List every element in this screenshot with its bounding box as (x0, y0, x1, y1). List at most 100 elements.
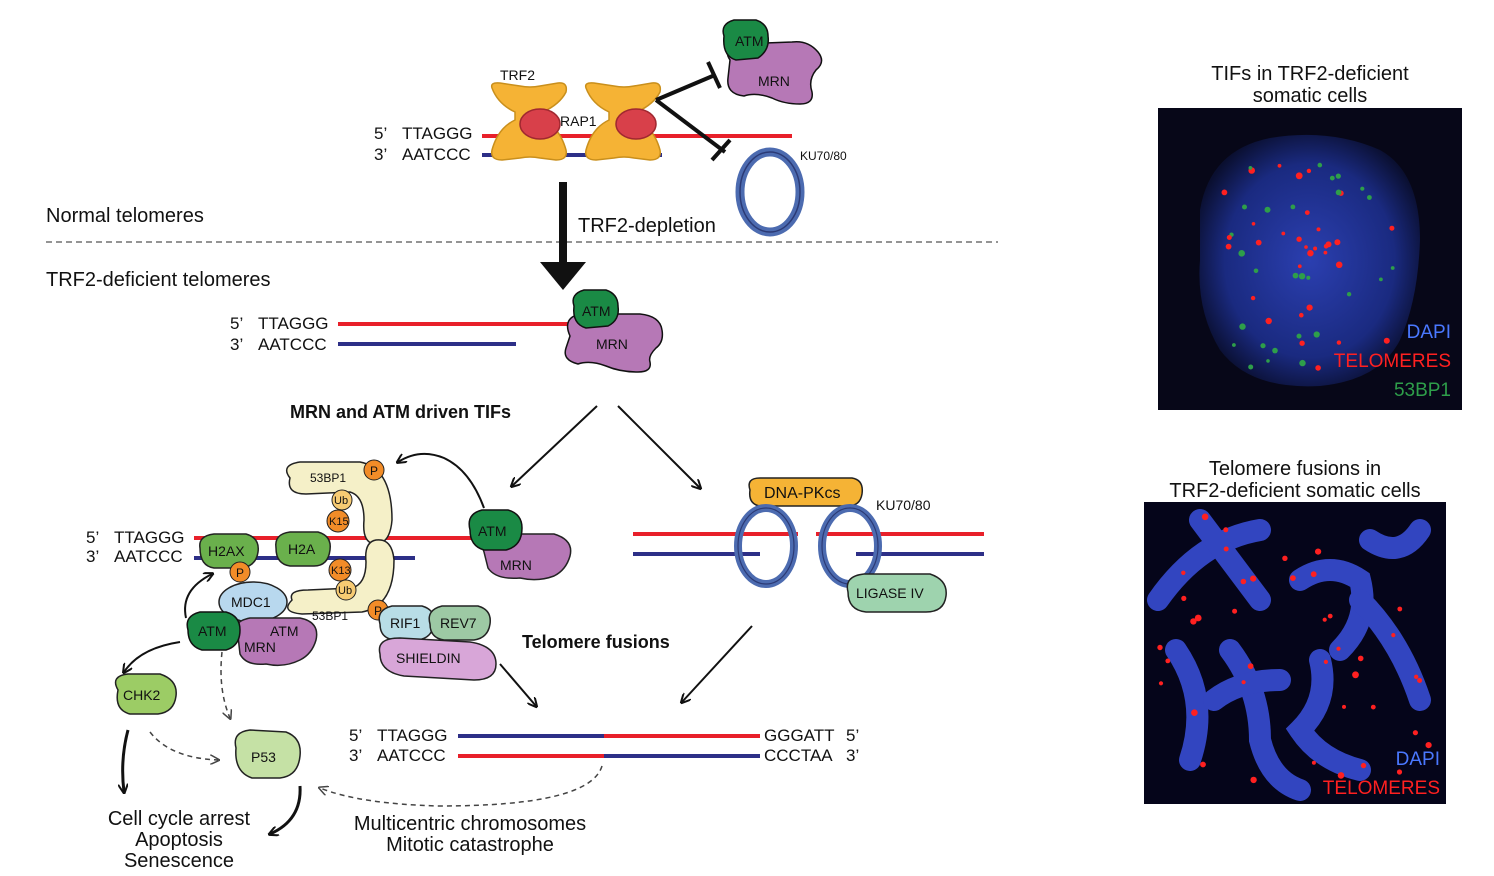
fusions-panel-title-line2: TRF2-deficient somatic cells (1169, 480, 1420, 502)
h2a-histone (275, 531, 331, 567)
phospho-label: P (374, 604, 382, 618)
p53-to-outcome-arrow (270, 785, 302, 834)
fusions-microscopy-panel: Telomere fusions in TRF2-deficient somat… (1144, 458, 1446, 804)
tif-focus (1251, 222, 1256, 226)
telomere-signal (1191, 709, 1198, 716)
mrn-complex (564, 313, 664, 373)
telomere-signal (1315, 548, 1322, 555)
tif-focus (1307, 250, 1314, 257)
tif-focus (1265, 317, 1272, 325)
tif-focus (1334, 239, 1341, 246)
rap1-label: RAP1 (560, 113, 597, 129)
telomere-signals (1157, 513, 1432, 784)
bottom-strand-sequence: AATCCC (114, 547, 183, 566)
normal-telomeres-label: Normal telomeres (46, 205, 204, 227)
tif-focus (1304, 210, 1310, 216)
telomere-signal (1370, 704, 1376, 710)
tif-focus (1315, 365, 1321, 371)
tif-focus (1238, 250, 1245, 257)
atm-label: ATM (198, 623, 227, 639)
tif-focus (1313, 246, 1318, 251)
fusions-legend-telomeres: TELOMERES (1323, 778, 1440, 799)
atm-label: ATM (582, 303, 611, 319)
tif-focus (1299, 340, 1305, 346)
three-prime-label: 3’ (349, 746, 362, 765)
tif-focus (1325, 241, 1332, 248)
ku-ring-outline (739, 151, 801, 233)
tif-focus (1264, 206, 1271, 213)
telomere-signal (1181, 570, 1186, 575)
outcome-cell-cycle: Cell cycle arrest (108, 808, 251, 830)
top-strand-sequence: TTAGGG (377, 726, 448, 745)
telomere-signal (1327, 613, 1333, 619)
outcome-senescence: Senescence (124, 850, 234, 872)
trf2-label: TRF2 (500, 67, 535, 83)
normal-telomere-section: 5’ TTAGGG 3’ AATCCC TRF2 RAP1 ATM MRN KU… (46, 19, 847, 237)
rev7-protein (428, 605, 491, 641)
tif-focus (1335, 261, 1343, 269)
chromosome-spreads (1147, 509, 1431, 801)
telomere-signal (1336, 646, 1341, 651)
bottom-strand-sequence: AATCCC (402, 145, 471, 164)
phospho-label: P (370, 464, 378, 478)
five-prime-right-label: 5’ (846, 726, 859, 745)
three-prime-label: 3’ (230, 335, 243, 354)
fusions-legend-dapi: DAPI (1396, 749, 1440, 770)
ubiquitin (331, 489, 353, 511)
five-prime-label: 5’ (230, 314, 243, 333)
five-prime-label: 5’ (374, 124, 387, 143)
tif-focus (1317, 162, 1323, 168)
tif-focus (1313, 331, 1320, 338)
nucleus-dapi (1199, 134, 1420, 387)
fusions-panel-title-line1: Telomere fusions in (1209, 458, 1381, 480)
tif-focus (1295, 172, 1303, 180)
trf2-protein (584, 82, 662, 161)
rap1-protein (615, 108, 657, 140)
atm-to-chk2-arrow (124, 641, 181, 672)
outcome-mitotic: Mitotic catastrophe (386, 834, 554, 856)
mrn-complex (235, 617, 318, 667)
tif-focus (1253, 268, 1259, 274)
three-prime-right-label: 3’ (846, 746, 859, 765)
chk2-to-p53-arrow (149, 731, 218, 760)
telomere-signal (1200, 761, 1206, 768)
tif-focus (1316, 227, 1321, 232)
ub-label: Ub (334, 495, 348, 507)
phospho-site (363, 459, 385, 481)
tif-focus (1232, 343, 1236, 347)
inhibition-atm-bar (706, 61, 722, 89)
telomere-signal (1201, 513, 1209, 521)
telomere-signal (1250, 776, 1257, 784)
tif-focus (1329, 175, 1335, 181)
telomere-signal (1337, 772, 1345, 779)
three-prime-label: 3’ (86, 547, 99, 566)
mrn-atm-tifs-label: MRN and ATM driven TIFs (290, 402, 511, 422)
telomere-signal (1181, 595, 1187, 602)
fused-bottom-right-sequence: CCCTAA (764, 746, 833, 765)
tif-focus (1226, 235, 1232, 240)
telomere-signal (1241, 680, 1246, 685)
telomere-signal (1425, 742, 1432, 749)
trf2-deficient-label: TRF2-deficient telomeres (46, 269, 271, 291)
telomere-signal (1322, 617, 1327, 622)
telomere-signal (1223, 527, 1229, 533)
53bp1-lower (287, 539, 395, 615)
atm-label: ATM (735, 33, 764, 49)
telomere-signal (1397, 606, 1403, 612)
tifs-panel-title-line2: somatic cells (1253, 85, 1367, 107)
tif-arrow (512, 405, 598, 486)
inhibition-ku-bar (710, 138, 732, 162)
tif-focus (1390, 266, 1395, 270)
tif-to-fusion-arrow (499, 663, 536, 706)
tif-focus (1297, 264, 1302, 269)
depletion-arrow-head (540, 262, 586, 290)
fused-top-right-sequence: GGGATT (764, 726, 835, 745)
tif-focus (1242, 204, 1247, 210)
trf2-depletion-label: TRF2-depletion (578, 215, 716, 237)
tif-foci (1221, 162, 1395, 371)
shieldin-complex (378, 637, 497, 681)
tif-focus (1272, 347, 1278, 354)
p53-label: P53 (251, 749, 276, 765)
tif-focus (1290, 204, 1296, 210)
